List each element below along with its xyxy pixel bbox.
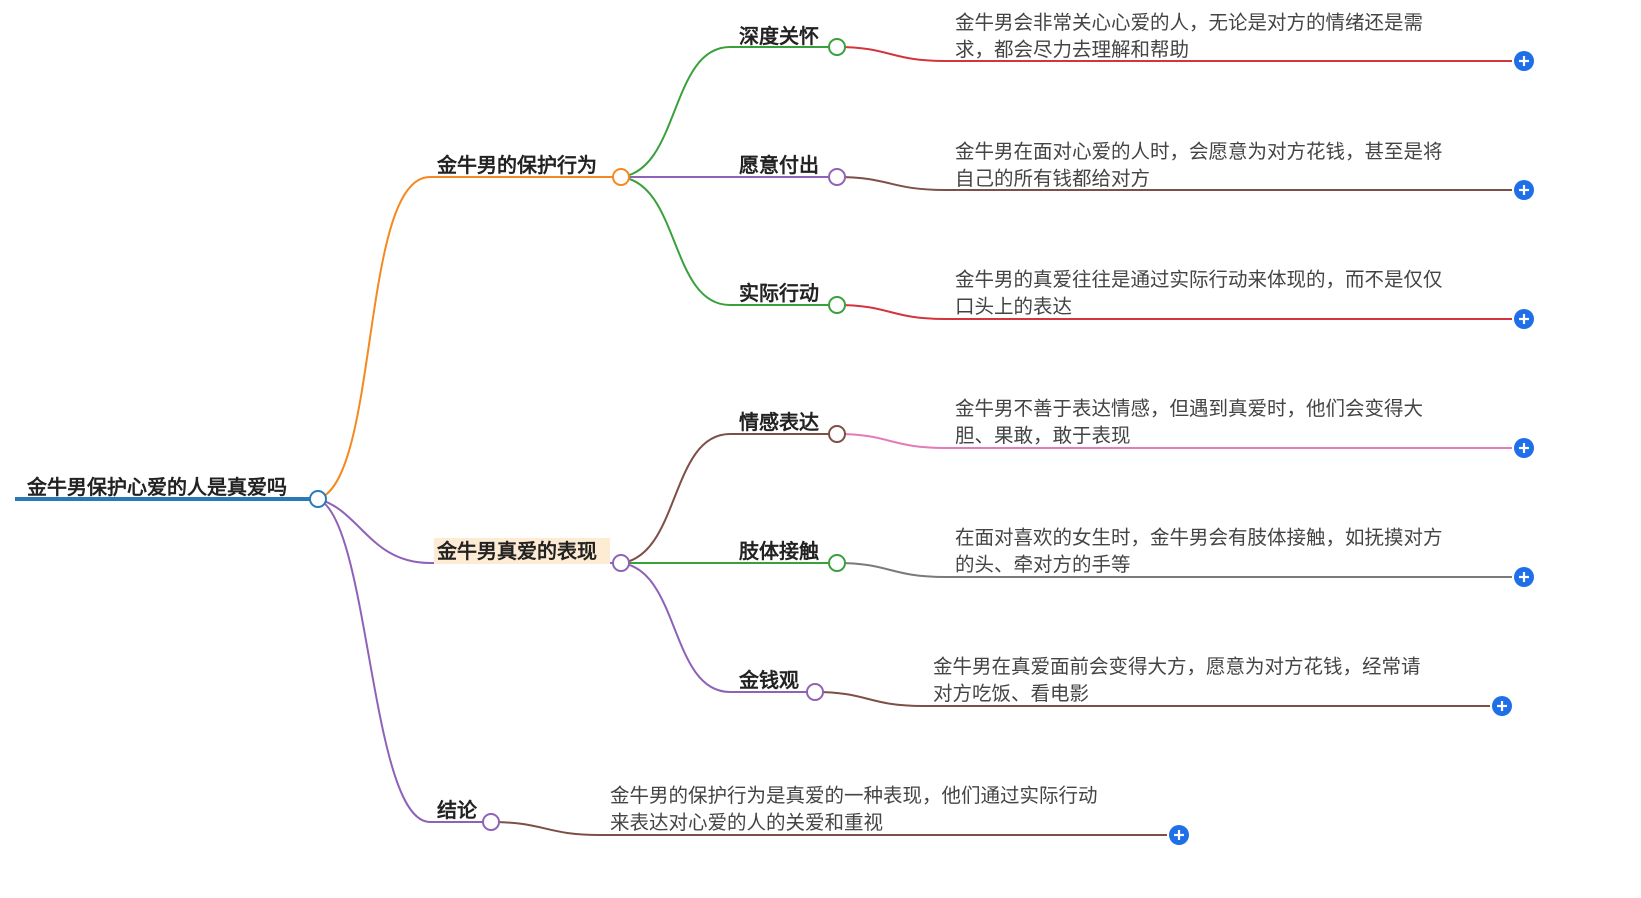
connector-branch-1	[317, 176, 613, 500]
leaf-collapse-toggle[interactable]	[828, 168, 846, 186]
leaf-label[interactable]: 金钱观	[738, 668, 799, 692]
leaf-label[interactable]: 愿意付出	[739, 153, 819, 177]
svg-text:求，都会尽力去理解和帮助: 求，都会尽力去理解和帮助	[955, 38, 1189, 61]
detail-text: 金牛男会非常关心心爱的人，无论是对方的情绪还是需 求，都会尽力去理解和帮助 金牛…	[610, 11, 1443, 834]
branch-1-label[interactable]: 金牛男的保护行为	[436, 153, 597, 177]
svg-text:对方吃饭、看电影: 对方吃饭、看电影	[933, 682, 1089, 705]
plus-circle-icon[interactable]	[1514, 438, 1534, 458]
svg-text:的头、牵对方的手等: 的头、牵对方的手等	[955, 553, 1131, 576]
leaf-collapse-toggle[interactable]	[828, 554, 846, 572]
detail-line	[836, 304, 1512, 320]
plus-circle-icon[interactable]	[1169, 825, 1189, 845]
plus-circle-icon[interactable]	[1514, 309, 1534, 329]
branch-2-highlight	[434, 538, 610, 564]
connector-leaf-1-1	[620, 46, 829, 178]
leaf-collapse-toggle[interactable]	[828, 296, 846, 314]
plus-circle-icon[interactable]	[1514, 51, 1534, 71]
detail-line	[814, 691, 1490, 707]
branch-3-collapse-toggle[interactable]	[482, 813, 500, 831]
plus-circle-icon[interactable]	[1514, 567, 1534, 587]
svg-text:金牛男的真爱往往是通过实际行动来体现的，而不是仅仅: 金牛男的真爱往往是通过实际行动来体现的，而不是仅仅	[955, 268, 1443, 291]
leaf-label[interactable]: 肢体接触	[739, 539, 819, 563]
branch-2-label[interactable]: 金牛男真爱的表现	[436, 539, 597, 563]
detail-line	[490, 821, 1167, 836]
svg-text:金牛男在真爱面前会变得大方，愿意为对方花钱，经常请: 金牛男在真爱面前会变得大方，愿意为对方花钱，经常请	[933, 655, 1421, 678]
svg-text:金牛男在面对心爱的人时，会愿意为对方花钱，甚至是将: 金牛男在面对心爱的人时，会愿意为对方花钱，甚至是将	[955, 140, 1443, 163]
svg-text:胆、果敢，敢于表现: 胆、果敢，敢于表现	[955, 424, 1131, 447]
branch-2-collapse-toggle[interactable]	[612, 554, 630, 572]
branch-3-label[interactable]: 结论	[437, 798, 478, 822]
svg-text:自己的所有钱都给对方: 自己的所有钱都给对方	[955, 167, 1150, 190]
svg-text:金牛男的保护行为是真爱的一种表现，他们通过实际行动: 金牛男的保护行为是真爱的一种表现，他们通过实际行动	[610, 784, 1098, 807]
connector-leaf-1-3	[620, 176, 829, 306]
plus-circle-icon[interactable]	[1514, 180, 1534, 200]
root-collapse-toggle[interactable]	[309, 490, 327, 508]
branch-1-collapse-toggle[interactable]	[612, 168, 630, 186]
leaf-label[interactable]: 深度关怀	[739, 24, 819, 48]
svg-text:来表达对心爱的人的关爱和重视: 来表达对心爱的人的关爱和重视	[610, 811, 883, 834]
svg-text:在面对喜欢的女生时，金牛男会有肢体接触，如抚摸对方: 在面对喜欢的女生时，金牛男会有肢体接触，如抚摸对方	[955, 526, 1443, 549]
root-topic[interactable]: 金牛男保护心爱的人是真爱吗	[26, 475, 287, 499]
detail-line	[836, 562, 1512, 578]
connector-leaf-2-3	[620, 562, 807, 693]
leaf-label[interactable]: 情感表达	[739, 410, 819, 434]
svg-text:金牛男会非常关心心爱的人，无论是对方的情绪还是需: 金牛男会非常关心心爱的人，无论是对方的情绪还是需	[955, 11, 1423, 34]
leaf-collapse-toggle[interactable]	[806, 683, 824, 701]
svg-text:口头上的表达: 口头上的表达	[955, 295, 1072, 318]
leaf-label[interactable]: 实际行动	[739, 281, 819, 305]
plus-circle-icon[interactable]	[1492, 696, 1512, 716]
svg-text:金牛男不善于表达情感，但遇到真爱时，他们会变得大: 金牛男不善于表达情感，但遇到真爱时，他们会变得大	[955, 397, 1423, 420]
leaf-collapse-toggle[interactable]	[828, 425, 846, 443]
connector-branch-2	[317, 498, 613, 564]
detail-line	[836, 433, 1512, 449]
connector-leaf-2-1	[620, 433, 829, 564]
leaf-collapse-toggle[interactable]	[828, 38, 846, 56]
detail-line	[836, 176, 1512, 191]
detail-line	[836, 46, 1512, 62]
connector-branch-3	[317, 498, 483, 823]
